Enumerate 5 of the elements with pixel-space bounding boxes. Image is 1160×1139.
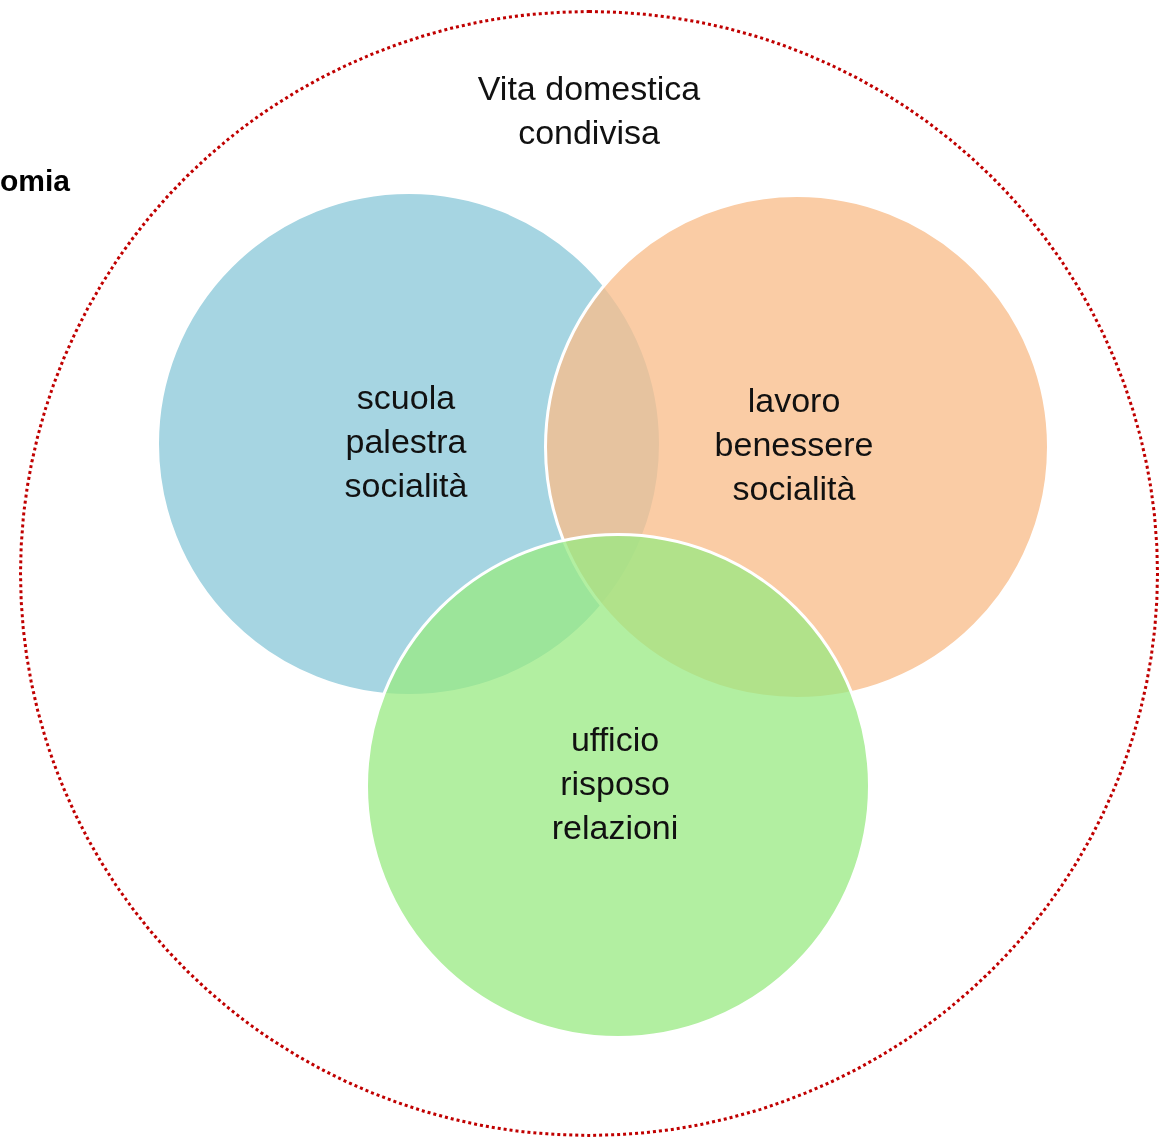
side-label: omia [0,164,71,198]
diagram-heading: Vita domestica condivisa [476,68,702,153]
circle-label: ufficio risposo relazioni [551,719,679,848]
circle-label: scuola palestra socialità [344,377,468,506]
circle-label: lavoro benessere socialità [714,380,874,509]
